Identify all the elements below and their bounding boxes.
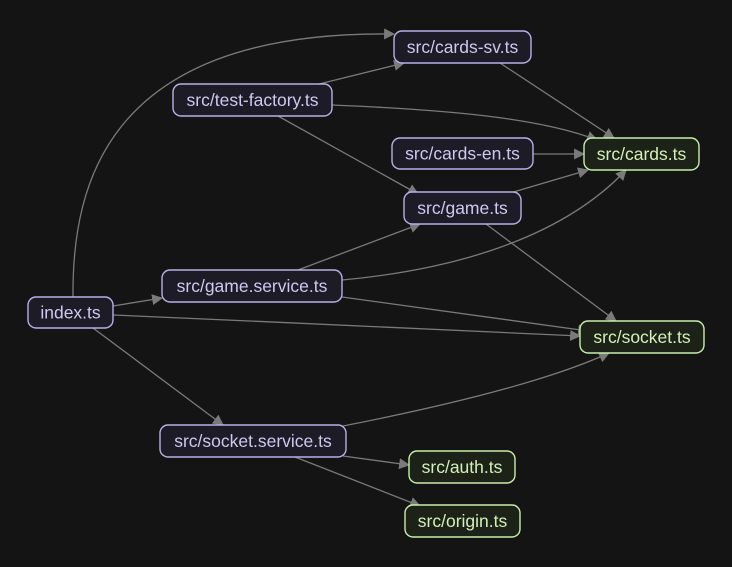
node-cards-sv[interactable]: src/cards-sv.ts — [393, 30, 532, 64]
node-label: index.ts — [40, 303, 101, 323]
node-label: src/game.ts — [417, 198, 508, 218]
node-auth[interactable]: src/auth.ts — [408, 450, 516, 484]
edge-index-to-game-service — [112, 294, 164, 307]
node-game[interactable]: src/game.ts — [403, 191, 522, 225]
node-box — [172, 83, 333, 117]
edge-game-to-socket — [485, 223, 617, 322]
node-box — [403, 191, 522, 225]
node-label: src/socket.ts — [593, 327, 690, 347]
node-box — [27, 296, 114, 329]
nodes-layer: index.ts src/cards-sv.ts src/test-factory.… — [27, 30, 705, 538]
node-box — [579, 320, 705, 354]
node-socket[interactable]: src/socket.ts — [579, 320, 705, 354]
edges-layer — [72, 28, 627, 508]
edge-socket-service-to-auth — [342, 455, 411, 470]
node-cards[interactable]: src/cards.ts — [583, 137, 700, 171]
edge-index-to-cards-sv — [72, 28, 396, 298]
node-box — [391, 137, 534, 170]
edge-game-service-to-socket — [341, 296, 590, 336]
node-box — [583, 137, 700, 171]
node-box — [404, 504, 521, 538]
node-label: src/auth.ts — [422, 457, 503, 477]
node-test-factory[interactable]: src/test-factory.ts — [172, 83, 333, 117]
edge-test-factory-to-cards — [331, 104, 599, 142]
edge-game-service-to-cards — [341, 169, 627, 281]
node-box — [408, 450, 516, 484]
edge-test-factory-to-game — [277, 115, 419, 195]
node-box — [159, 424, 347, 458]
node-label: src/origin.ts — [418, 511, 508, 531]
node-socket-service[interactable]: src/socket.service.ts — [159, 424, 347, 458]
edge-socket-service-to-socket — [342, 352, 611, 427]
node-label: src/socket.service.ts — [174, 431, 332, 451]
edge-socket-service-to-origin — [294, 456, 422, 508]
node-label: src/test-factory.ts — [187, 90, 319, 110]
edge-index-to-socket-service — [92, 327, 224, 426]
edge-test-factory-to-cards-sv — [314, 60, 406, 86]
edge-game-to-cards — [509, 167, 590, 194]
edge-cards-sv-to-cards — [499, 62, 615, 139]
node-cards-en[interactable]: src/cards-en.ts — [391, 137, 534, 170]
node-label: src/game.service.ts — [177, 276, 328, 296]
edge-game-service-to-game — [297, 222, 422, 271]
edge-index-to-socket — [112, 314, 582, 341]
node-label: src/cards.ts — [597, 144, 687, 164]
node-origin[interactable]: src/origin.ts — [404, 504, 521, 538]
node-game-service[interactable]: src/game.service.ts — [161, 269, 343, 303]
node-box — [393, 30, 532, 64]
node-label: src/cards-en.ts — [405, 144, 520, 164]
node-label: src/cards-sv.ts — [407, 37, 519, 57]
node-index[interactable]: index.ts — [27, 296, 114, 329]
node-box — [161, 269, 343, 303]
